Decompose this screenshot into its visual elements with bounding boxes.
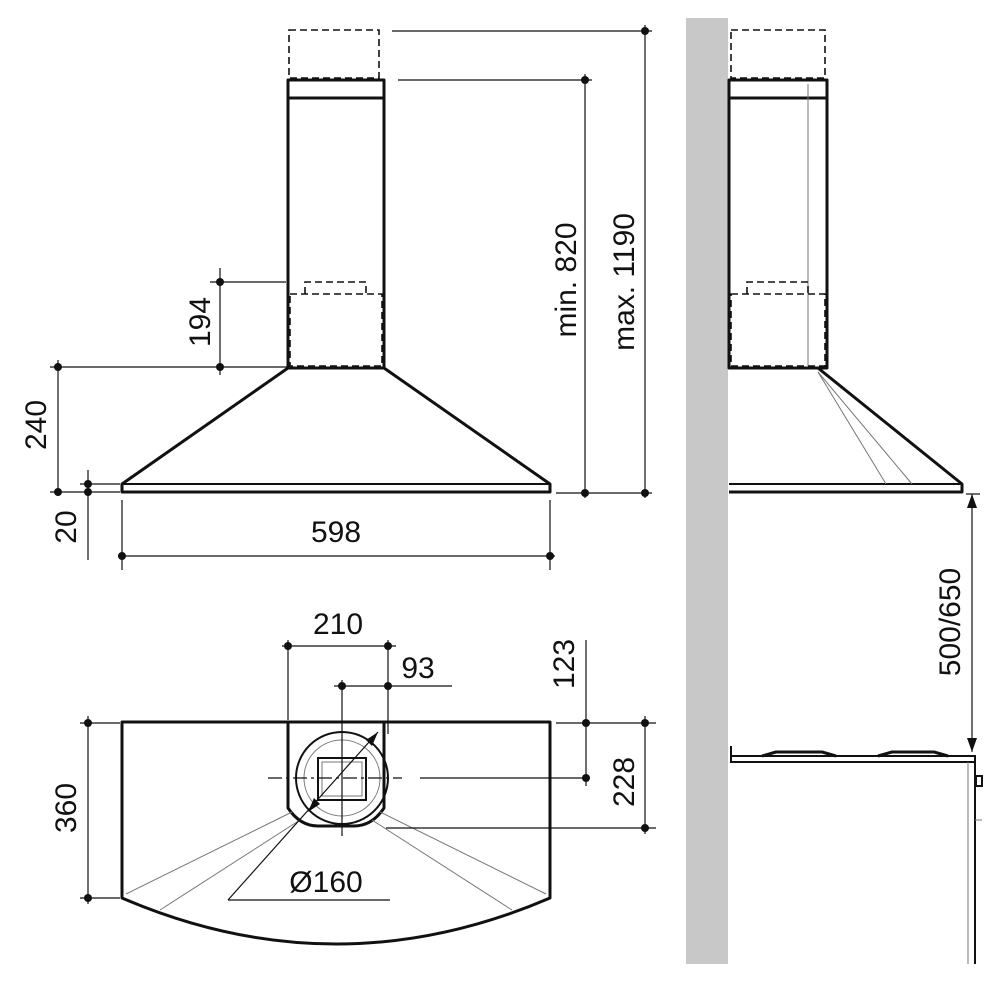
fold-line-right bbox=[379, 811, 547, 895]
fold-line-left bbox=[125, 811, 293, 895]
dim-center-offset-93-label: 93 bbox=[401, 652, 434, 685]
dim-duct-depth-228-label: 228 bbox=[608, 757, 641, 807]
side-chimney-extension-dashed bbox=[730, 29, 826, 79]
side-chimney-top-cap bbox=[727, 78, 829, 100]
side-canopy-outline bbox=[729, 366, 964, 494]
chimney-extension-dashed bbox=[288, 29, 380, 79]
side-chimney-body bbox=[727, 96, 829, 370]
hood-top-outline bbox=[120, 720, 552, 946]
dim-canopy-height-240-label: 240 bbox=[20, 400, 53, 450]
chimney-footprint bbox=[286, 722, 386, 828]
fold-line-left-2 bbox=[159, 819, 301, 911]
top-dimensions: 210 93 123 228 360 bbox=[50, 608, 656, 904]
dim-hob-clearance-label: 500/650 bbox=[934, 568, 967, 676]
side-internal-duct-dashed bbox=[730, 293, 826, 367]
internal-motor-dashed bbox=[304, 281, 367, 294]
chimney-top-cap bbox=[286, 78, 386, 100]
dim-outlet-diameter-label: Ø160 bbox=[289, 866, 362, 899]
dim-lip-20-label: 20 bbox=[50, 510, 83, 543]
wall bbox=[686, 18, 728, 964]
dim-depth-360-label: 360 bbox=[50, 783, 83, 833]
front-view bbox=[120, 29, 552, 494]
hob-burner-left bbox=[761, 750, 837, 758]
fold-line-right-2 bbox=[371, 819, 513, 911]
hob-burner-right bbox=[877, 750, 949, 758]
dim-min-820-label: min. 820 bbox=[550, 222, 583, 337]
dim-width-598-label: 598 bbox=[311, 516, 361, 549]
cabinet-knob bbox=[975, 775, 983, 787]
hob-top bbox=[730, 755, 976, 763]
internal-duct-dashed bbox=[289, 293, 383, 367]
top-view: Ø160 bbox=[120, 680, 590, 946]
front-dimensions: 598 240 20 194 min. 820 max. 1190 bbox=[20, 25, 652, 570]
dim-depth-offset-123-label: 123 bbox=[548, 639, 581, 689]
dim-max-1190-label: max. 1190 bbox=[608, 213, 641, 351]
side-view: 500/650 bbox=[686, 18, 983, 964]
chimney-body bbox=[286, 96, 386, 370]
canopy-outline bbox=[120, 366, 552, 494]
dim-top-width-210-label: 210 bbox=[313, 608, 363, 641]
dim-duct-offset-194-label: 194 bbox=[184, 297, 217, 347]
